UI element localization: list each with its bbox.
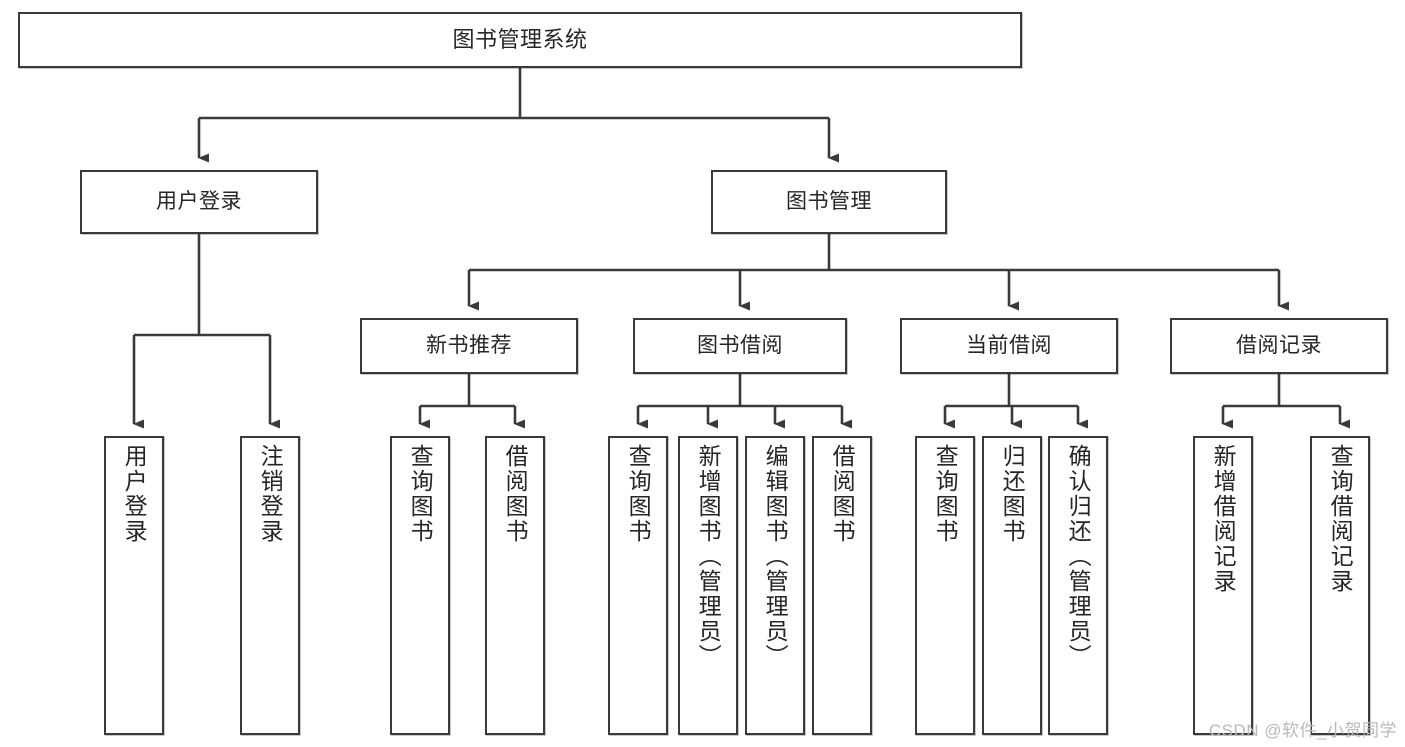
node-current-borrow[interactable]: 当前借阅	[900, 318, 1118, 374]
node-label: 归还图书	[999, 444, 1026, 544]
leaf-new-book-borrow[interactable]: 借阅图书	[485, 436, 545, 735]
leaf-book-borrow-query[interactable]: 查询图书	[608, 436, 668, 735]
leaf-book-borrow-borrow[interactable]: 借阅图书	[812, 436, 872, 735]
node-label: 借阅记录	[1236, 333, 1322, 357]
node-label: 图书管理	[786, 189, 872, 213]
leaf-book-borrow-add[interactable]: 新增图书（管理员）	[678, 436, 738, 735]
node-label: 查询图书	[625, 444, 652, 544]
node-label: 新增图书（管理员）	[695, 444, 722, 669]
node-borrow-record[interactable]: 借阅记录	[1170, 318, 1388, 374]
node-label: 图书管理系统	[452, 27, 588, 53]
node-label: 查询借阅记录	[1327, 444, 1354, 594]
node-label: 借阅图书	[829, 444, 856, 544]
node-book-management[interactable]: 图书管理	[711, 170, 947, 234]
node-user-login[interactable]: 用户登录	[80, 170, 318, 234]
leaf-borrow-record-query[interactable]: 查询借阅记录	[1310, 436, 1370, 735]
leaf-current-borrow-return[interactable]: 归还图书	[982, 436, 1042, 735]
leaf-current-borrow-confirm-return[interactable]: 确认归还（管理员）	[1048, 436, 1108, 735]
node-label: 注销登录	[257, 444, 284, 544]
node-label: 查询图书	[407, 444, 434, 544]
node-label: 查询图书	[932, 444, 959, 544]
node-label: 借阅图书	[502, 444, 529, 544]
node-label: 新书推荐	[426, 333, 512, 357]
leaf-book-borrow-edit[interactable]: 编辑图书（管理员）	[745, 436, 805, 735]
node-label: 新增借阅记录	[1210, 444, 1237, 594]
leaf-borrow-record-add[interactable]: 新增借阅记录	[1193, 436, 1253, 735]
node-label: 确认归还（管理员）	[1065, 444, 1092, 669]
node-label: 图书借阅	[697, 333, 783, 357]
node-book-borrow[interactable]: 图书借阅	[633, 318, 847, 374]
leaf-current-borrow-query[interactable]: 查询图书	[915, 436, 975, 735]
node-label: 用户登录	[156, 189, 242, 213]
node-new-book-recommend[interactable]: 新书推荐	[360, 318, 578, 374]
node-label: 当前借阅	[966, 333, 1052, 357]
node-root-system[interactable]: 图书管理系统	[18, 12, 1022, 68]
leaf-new-book-query[interactable]: 查询图书	[390, 436, 450, 735]
node-label: 编辑图书（管理员）	[762, 444, 789, 669]
node-label: 用户登录	[121, 444, 148, 544]
leaf-user-login-logout[interactable]: 注销登录	[240, 436, 300, 735]
leaf-user-login-login[interactable]: 用户登录	[104, 436, 164, 735]
csdn-watermark: CSDN @软件_小贺同学	[1208, 721, 1397, 740]
